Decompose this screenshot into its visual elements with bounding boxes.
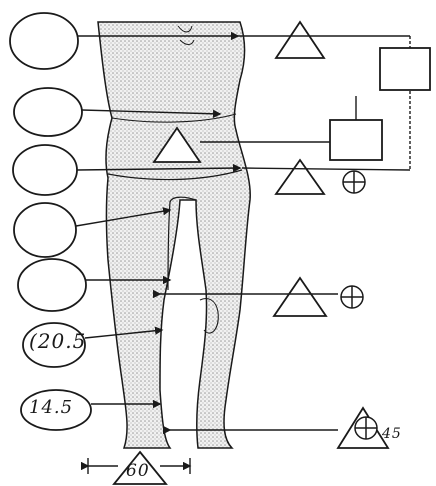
- field-circle-5: [18, 259, 86, 311]
- circle-plus-2: [341, 286, 363, 308]
- right-box-fields: [330, 48, 430, 160]
- circle-plus-symbols: [341, 171, 377, 439]
- lower-calf-measurement: (20.5: [29, 329, 86, 353]
- body-silhouette: [98, 22, 250, 448]
- left-measurement-fields: [10, 13, 91, 430]
- field-circle-4: [14, 203, 76, 257]
- field-box-1: [380, 48, 430, 90]
- foot-width-measurement: 60: [126, 461, 150, 481]
- field-circle-1: [10, 13, 78, 69]
- field-circle-3: [13, 145, 77, 195]
- circle-plus-1: [343, 171, 365, 193]
- ankle-measurement: 14.5: [29, 397, 73, 418]
- circle-plus-3: [355, 417, 377, 439]
- field-circle-2: [14, 88, 82, 136]
- field-triangle-3: [274, 278, 326, 316]
- field-triangle-2: [276, 160, 324, 194]
- field-box-2: [330, 120, 382, 160]
- field-triangle-1: [276, 22, 324, 58]
- foot-measurement: 45: [382, 426, 402, 442]
